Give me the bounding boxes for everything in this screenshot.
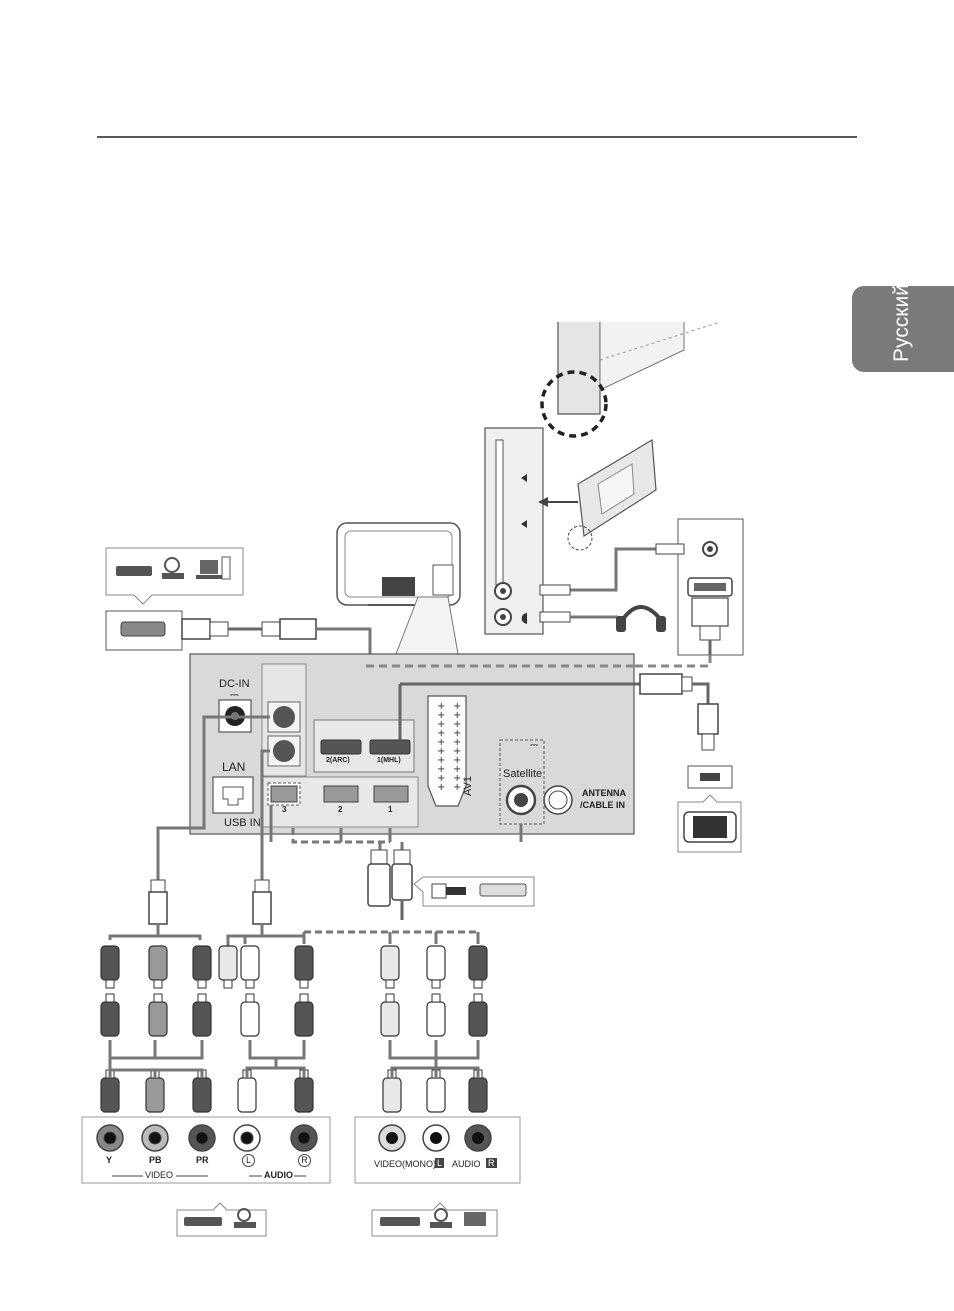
svg-text:◖: ◖ — [521, 610, 528, 626]
lan-label: LAN — [222, 760, 245, 774]
y-label: Y — [106, 1155, 112, 1165]
composite-input-box — [355, 1117, 520, 1236]
audio-label: AUDIO — [264, 1170, 293, 1180]
satellite-label: Satellite — [503, 768, 542, 780]
language-tab[interactable]: Русский — [852, 286, 954, 372]
usb-in-label: USB IN — [224, 817, 261, 829]
antenna-label: ANTENNA — [582, 788, 626, 798]
scart-pin: + — [453, 782, 461, 793]
rca-plug — [295, 946, 313, 988]
rca-plug — [149, 994, 167, 1036]
hdmi1-label: 1(MHL) — [377, 757, 401, 764]
rca-plug — [101, 994, 119, 1036]
rca-cable — [436, 1068, 478, 1078]
rca-plug — [193, 946, 211, 988]
satellite-symbol: ⎓ — [530, 740, 538, 751]
pr-label: PR — [196, 1155, 209, 1165]
usb3-label: 3 — [282, 805, 286, 814]
scart-pin: + — [437, 782, 445, 793]
audio-l-label: L — [242, 1154, 255, 1167]
rca-cable — [392, 1058, 436, 1078]
rca-plug — [381, 994, 399, 1036]
cable-in-label: /CABLE IN — [580, 800, 625, 810]
rca-plug — [295, 994, 313, 1036]
composite-l-label: L — [435, 1158, 444, 1168]
video-mono-label: VIDEO(MONO) — [374, 1159, 436, 1169]
rca-plug — [381, 946, 399, 988]
dvi-audio-box — [540, 519, 743, 666]
usb2-label: 2 — [338, 805, 342, 814]
dc-in-symbol: ⎓ — [230, 689, 239, 702]
av1-label: AV1 — [462, 776, 474, 796]
video-label: VIDEO — [145, 1170, 173, 1180]
composite-r-label: R — [486, 1158, 497, 1168]
rca-plugs — [101, 946, 487, 1112]
usb1-label: 1 — [388, 805, 392, 814]
ci-slot-panel: ◖ — [485, 428, 543, 634]
rca-plug — [149, 946, 167, 988]
rca-plug — [427, 946, 445, 988]
rca-plug — [219, 946, 237, 988]
language-tab-label: Русский — [882, 280, 922, 366]
rca-plug — [241, 994, 259, 1036]
composite-audio-label: AUDIO — [452, 1159, 481, 1169]
rca-plug — [427, 994, 445, 1036]
rca-plug — [469, 946, 487, 988]
tv-side-view — [542, 322, 726, 436]
tv-rear — [337, 523, 460, 654]
rca-plug — [193, 994, 211, 1036]
usb-devices — [293, 828, 534, 920]
hdmi2-label: 2(ARC) — [326, 757, 350, 764]
audio-r-label: R — [298, 1154, 311, 1167]
ci-card — [538, 440, 656, 550]
rca-plug — [241, 946, 259, 988]
rca-plug — [101, 946, 119, 988]
rear-connector-panel: ++++++++++++++++++++ — [190, 654, 634, 842]
rca-cable — [390, 1040, 478, 1058]
pb-label: PB — [149, 1155, 162, 1165]
rca-plug — [469, 994, 487, 1036]
rca-cable — [250, 1040, 304, 1058]
